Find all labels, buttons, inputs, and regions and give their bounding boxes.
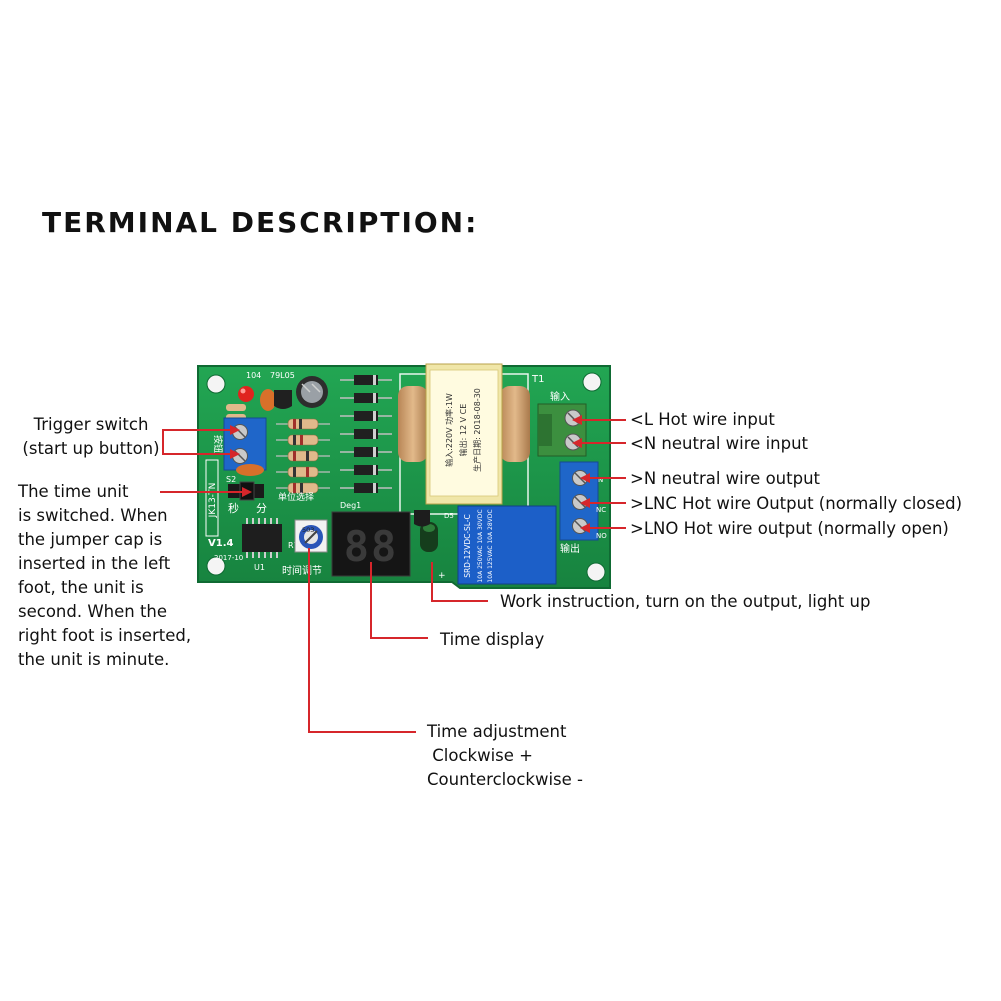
term-nc-silkscreen: NC bbox=[596, 506, 606, 514]
time-display-label: Time display bbox=[440, 630, 545, 649]
button-silkscreen: 按钮 bbox=[212, 435, 224, 453]
t1-silkscreen: T1 bbox=[531, 374, 544, 385]
model-silkscreen: JK13-TN bbox=[208, 483, 218, 519]
ceramic-capacitor bbox=[260, 389, 276, 411]
leader-work-indicator bbox=[431, 562, 488, 602]
lnc-output-label: >LNC Hot wire Output (normally closed) bbox=[630, 494, 963, 513]
arrow-l-input bbox=[572, 415, 582, 425]
leader-arrows bbox=[230, 415, 590, 533]
electrolytic-capacitor bbox=[296, 376, 328, 408]
pot-value-silkscreen: 503 bbox=[302, 526, 314, 534]
min-silkscreen: 分 bbox=[256, 502, 267, 515]
output-silkscreen: 输出 bbox=[560, 542, 580, 555]
unit-select-silkscreen: 单位选择 bbox=[278, 491, 314, 503]
arrow-lno-output bbox=[580, 523, 590, 533]
leader-lines bbox=[160, 419, 626, 733]
time-adjust-potentiometer bbox=[294, 519, 328, 553]
resistor-array bbox=[276, 418, 330, 494]
arrow-n-input bbox=[572, 438, 582, 448]
arrow-n-output bbox=[580, 473, 590, 483]
arrow-trigger-2 bbox=[230, 449, 240, 459]
term-n-silkscreen: N bbox=[598, 476, 603, 484]
relay-rating-1: 10A 250VAC 10A 30VDC bbox=[477, 509, 484, 582]
relay: SRD-12VDC-SL-C 10A 250VAC 10A 30VDC 10A … bbox=[457, 505, 557, 585]
relay-rating-2: 10A 125VAC 10A 28VDC bbox=[487, 509, 494, 582]
sec-silkscreen: 秒 bbox=[228, 501, 239, 515]
transformer-label-line3: 生产日期: 2018-08-30 bbox=[472, 388, 482, 472]
l-input-label: <L Hot wire input bbox=[630, 410, 775, 429]
time-adjust-label: Time adjustment Clockwise + Counterclock… bbox=[427, 722, 583, 789]
ic-u1 bbox=[242, 518, 282, 558]
plus-silkscreen: + bbox=[438, 571, 446, 581]
power-led bbox=[238, 386, 254, 402]
relay-model: SRD-12VDC-SL-C bbox=[463, 514, 472, 578]
n-output-label: >N neutral wire output bbox=[630, 469, 820, 488]
s2-silkscreen: S2 bbox=[226, 475, 236, 484]
version-silkscreen: V1.4 bbox=[208, 538, 233, 549]
arrow-lnc-output bbox=[580, 498, 590, 508]
regulator-silkscreen: 79L05 bbox=[270, 371, 295, 380]
leader-time-display bbox=[370, 562, 428, 639]
deg1-silkscreen: Deg1 bbox=[340, 501, 361, 510]
d5-silkscreen: D5 bbox=[444, 512, 454, 520]
time-adjust-silkscreen: 时间调节 bbox=[282, 564, 322, 577]
arrow-time-unit bbox=[242, 487, 252, 497]
work-indicator-led bbox=[420, 522, 438, 552]
transformer-label-line2: 输出: 12 V CE bbox=[458, 404, 468, 457]
leader-time-adjust bbox=[308, 548, 416, 733]
term-no-silkscreen: NO bbox=[596, 532, 607, 540]
cap-104-silkscreen: 104 bbox=[246, 371, 261, 380]
trigger-switch-label: Trigger switch (start up button) bbox=[22, 415, 160, 458]
transformer-label-line1: 输入:220V 功率:1W bbox=[444, 393, 454, 467]
date-silkscreen: 2017-10 bbox=[214, 554, 243, 562]
page-title: TERMINAL DESCRIPTION: bbox=[42, 206, 479, 239]
input-silkscreen: 输入 bbox=[550, 390, 570, 403]
regulator-79l05 bbox=[274, 390, 292, 409]
work-indicator-label: Work instruction, turn on the output, li… bbox=[500, 592, 871, 611]
leader-trigger-switch-2 bbox=[162, 440, 236, 455]
transistor bbox=[414, 510, 430, 527]
n-input-label: <N neutral wire input bbox=[630, 434, 809, 453]
lno-output-label: >LNO Hot wire output (normally open) bbox=[630, 519, 949, 538]
leader-trigger-switch bbox=[162, 429, 236, 440]
ceramic-capacitor-2 bbox=[236, 464, 264, 476]
transformer: 输入:220V 功率:1W 输出: 12 V CE 生产日期: 2018-08-… bbox=[398, 363, 530, 505]
input-terminal-block bbox=[537, 403, 587, 457]
diode-array bbox=[340, 375, 392, 493]
time-unit-label: The time unit is switched. When the jump… bbox=[18, 482, 192, 669]
r7-silkscreen: R7 bbox=[288, 541, 299, 550]
arrow-trigger-1 bbox=[230, 425, 240, 435]
u1-silkscreen: U1 bbox=[254, 563, 265, 572]
